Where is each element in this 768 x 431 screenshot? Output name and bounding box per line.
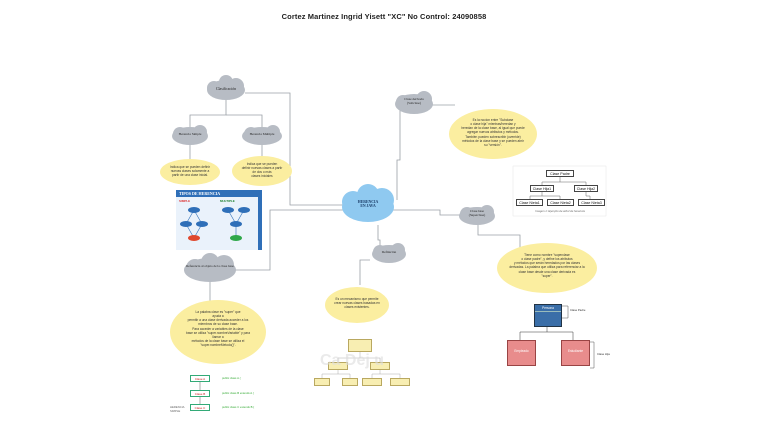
- class-diagram-root: [348, 339, 372, 352]
- label-clase-base: Clase base (Superclase): [468, 209, 486, 217]
- connector-super: [232, 209, 355, 271]
- hierarchy-bottom-child-side: Clase Hija: [597, 352, 610, 356]
- class-diagram-leaf-4: [390, 378, 410, 386]
- class-diagram-mid-1: [328, 362, 348, 370]
- label-palabra-reservada: Referencia al objeto de la clase base: [186, 264, 234, 268]
- code-caption: HERENCIA SIMPLE: [170, 405, 185, 413]
- connector-definicion-note: [359, 259, 370, 285]
- hierarchy-top-mid-2: Clase Hija2: [574, 185, 598, 192]
- note-bubble-subclase: [449, 109, 537, 159]
- cloud-palabra-reservada[interactable]: [184, 253, 236, 282]
- code-line-a: public class A {: [222, 376, 241, 380]
- hierarchy-top-lines: [529, 177, 591, 199]
- note-definicion: Es un mecanismo que permite crear nuevas…: [334, 297, 380, 310]
- code-box-c: Clase C: [190, 404, 210, 411]
- hierarchy-top-mid-1: Clase Hija1: [530, 185, 554, 192]
- cloud-clase-derivada[interactable]: [395, 91, 433, 114]
- tipos-herencia-image: TIPOS DE HERENCIA SIMPLE MULTIPLE: [176, 190, 262, 250]
- hierarchy-top-caption: Imagen 1: Ejemplo de árbol de herencia: [535, 209, 585, 213]
- label-clasificacion: Clasificación: [215, 87, 237, 91]
- note-super: La palabra clave es "super" que ayuda a …: [185, 310, 251, 348]
- cloud-center[interactable]: [342, 184, 394, 222]
- class-diagram-leaf-1: [314, 378, 330, 386]
- note-multiple: Indica que se pueden definir nuevas clas…: [241, 162, 283, 179]
- cloud-definicion[interactable]: [372, 243, 406, 263]
- code-box-arrows: [199, 382, 201, 404]
- note-simple: Indica que se pueden definir nuevas clas…: [169, 165, 211, 178]
- tipos-herencia-drawing: [180, 207, 250, 241]
- connector-superclase: [382, 209, 462, 216]
- code-box-a: Clase A: [190, 375, 210, 382]
- class-diagram-mid-2: [370, 362, 390, 370]
- note-bubble-simple: [160, 159, 220, 185]
- hierarchy-top-frame: [512, 165, 607, 217]
- code-line-c: public class C extends B {: [222, 405, 255, 409]
- hierarchy-bottom-child-1: Empleado: [507, 340, 536, 366]
- page-title: Cortez Martinez Ingrid Yisett "XC" No Co…: [281, 12, 487, 21]
- hierarchy-top-leaf-3: Clase Nieta3: [578, 199, 605, 206]
- tipos-herencia-title: TIPOS DE HERENCIA: [176, 190, 258, 197]
- note-bubble-definicion: [325, 287, 389, 323]
- label-clase-derivada: Clase derivada (Subclase): [404, 97, 424, 105]
- note-subclase: Es la nocion entre "Subclase o clase hij…: [461, 118, 525, 147]
- hierarchy-bottom-parent-side: Clase Padre: [570, 308, 586, 312]
- class-diagram-leaf-2: [342, 378, 358, 386]
- note-bubble-super: [170, 300, 266, 364]
- connector-subclase: [396, 110, 401, 200]
- tipos-herencia-multiple-label: MULTIPLE: [220, 199, 235, 203]
- tipos-herencia-simple-label: SIMPLE: [179, 199, 191, 203]
- hierarchy-bottom-lines: [519, 305, 595, 369]
- class-diagram-lines: [321, 352, 401, 378]
- label-center: HERENCIA EN JAVA: [357, 200, 379, 209]
- label-definicion: Definición: [381, 250, 397, 254]
- note-bubble-superclase: [497, 243, 597, 293]
- note-bubble-multiple: [232, 156, 292, 186]
- connectors: [189, 92, 521, 310]
- watermark: Ca Dej u: [320, 352, 385, 369]
- label-herencia-multiple: Herencia Multiple: [249, 132, 275, 136]
- connector-simple: [189, 100, 227, 133]
- connector-definicion: [377, 225, 381, 248]
- note-superclase: Tiene como nombre "superclase o clase pa…: [509, 253, 585, 278]
- class-diagram-leaf-3: [362, 378, 382, 386]
- cloud-herencia-simple[interactable]: [172, 125, 208, 145]
- hierarchy-top-leaf-2: Clase Nieta2: [547, 199, 574, 206]
- hierarchy-bottom-parent-divider: [535, 311, 561, 312]
- connector-clasificacion: [245, 92, 360, 206]
- connector-superclase-note: [477, 220, 521, 248]
- code-box-b: Clase B: [190, 390, 210, 397]
- code-line-b: public class B extends A {: [222, 391, 254, 395]
- cloud-herencia-multiple[interactable]: [242, 125, 282, 145]
- label-herencia-simple: Herencia Simple: [178, 132, 202, 136]
- cloud-clase-base[interactable]: [459, 205, 495, 225]
- hierarchy-bottom-child-2: Estudiante: [561, 340, 590, 366]
- hierarchy-bottom-parent-label: Persona: [542, 306, 554, 310]
- hierarchy-bottom-parent: Persona: [534, 304, 562, 327]
- hierarchy-top-root: Clase Padre: [546, 170, 574, 177]
- cloud-clasificacion[interactable]: [207, 75, 245, 100]
- hierarchy-top-leaf-1: Clase Nieta1: [516, 199, 543, 206]
